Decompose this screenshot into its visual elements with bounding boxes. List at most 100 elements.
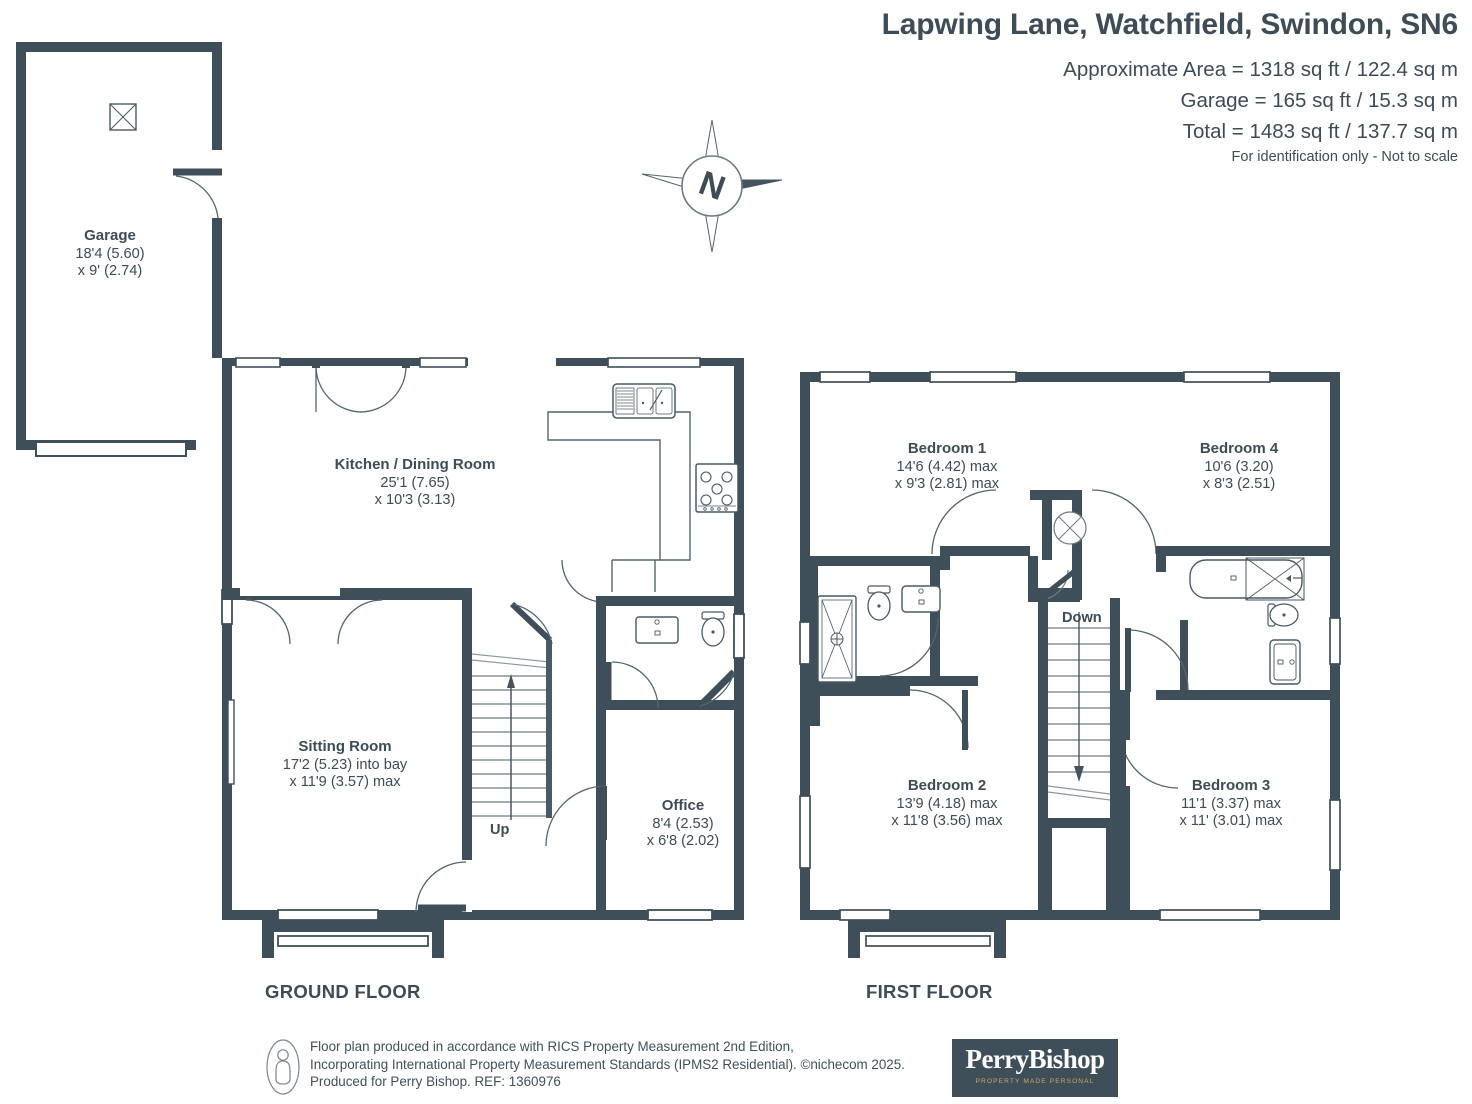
compass-dial [681,155,743,217]
ff-stair-wall-right [1110,598,1120,828]
room-name: Bedroom 2 [907,777,987,794]
window-bed1-top-left [819,371,871,383]
ff-wall-bath-bottom [1180,690,1330,700]
footer-line-1: Floor plan produced in accordance with R… [310,1039,794,1054]
compass-rose: N [641,119,783,253]
ground-floor-walls [16,42,745,958]
window-bed3-right [1329,799,1341,871]
window-kitchen-top-far-right [607,357,701,368]
hall-door-swing [611,661,659,709]
window-bay-bottom [277,909,379,921]
bed3-door-leaf [1120,730,1126,788]
ff-wall-bed2-top-left [810,686,820,726]
room-dim-2: x 9'3 (2.81) max [894,476,1000,492]
window-kitchen-top-right [419,357,467,368]
ff-wall-bath-left-top [1156,546,1166,572]
office-door-swing [545,785,607,847]
ground-floor-staircase [471,640,552,820]
cloakroom-wall-bottom2 [596,700,718,710]
logo-name: PerryBishop [965,1044,1106,1074]
room-dim-1: 8'4 (2.53) [652,815,714,832]
kitchen-hall-door-swing [561,559,605,603]
room-dim-1: 10'6 (3.20) [1204,458,1274,475]
garage-door-swing [175,175,219,219]
page-title: Lapwing Lane, Watchfield, Swindon, SN6 [881,8,1459,41]
window-office-bottom [647,909,713,921]
window-bed4-top [1183,371,1271,383]
room-label-bedroom-2: Bedroom 2 13'9 (4.18) max x 11'8 (3.56) … [856,777,1038,831]
window-bed2-left [799,795,811,869]
bed1-door-swing [931,489,997,555]
first-floor-plan [799,371,1341,958]
window-bed3-bottom [1159,909,1261,921]
room-name: Office [661,797,705,814]
room-label-garage: Garage 18'4 (5.60) x 9' (2.74) [30,227,190,281]
cloakroom-door-swing [699,671,735,707]
room-dim-1: 13'9 (4.18) max [896,795,998,812]
room-dim-2: x 10'3 (3.13) [374,492,456,508]
ff-wall-bed2-top [810,686,910,696]
ff-wall-bed1-ensuite [810,556,940,566]
ff-stair-wall-bottom [1038,818,1120,828]
cloakroom-door-leaf [697,669,737,709]
room-name: Garage [84,227,136,244]
room-name: Kitchen / Dining Room [334,456,496,473]
window-bathroom-right [1329,617,1341,665]
ff-wall-ensuite-right [930,556,940,686]
ff-stair-wall-left [1038,598,1048,828]
room-dim-2: x 11' (3.01) max [1179,813,1283,829]
bathroom-bath [1189,557,1305,601]
window-right-upper [733,613,745,659]
window-bed2-bottom [839,909,891,921]
ff-wall-bed4-bath [1156,546,1330,556]
kitchen-worktop [547,411,691,561]
kitchen-french-doors [312,360,410,413]
room-dim-2: x 6'8 (2.02) [646,833,720,849]
room-name: Bedroom 3 [1191,777,1271,794]
ff-wall-landing-down-left [1038,828,1052,914]
perry-bishop-logo: PerryBishop PROPERTY MADE PERSONAL [952,1039,1118,1097]
kitchen-hob [695,463,739,513]
ensuite-shower [817,595,857,683]
cloakroom-wall-left [596,596,606,708]
bed4-door-swing [1091,489,1157,555]
room-name: Bedroom 1 [907,440,987,457]
bed2-door-leaf [962,690,968,750]
ff-wall-bath-left [1180,620,1188,700]
window-bed1-top-right [929,371,1017,383]
room-name: Bedroom 4 [1199,440,1279,457]
ground-floor-plan [16,42,745,958]
room-label-office: Office 8'4 (2.53) x 6'8 (2.02) [610,797,756,851]
ground-floor-title: GROUND FLOOR [265,981,421,1002]
first-floor-bay [848,920,1006,958]
hall-kitchen-door-leaf [509,601,553,643]
gf-internal-wall-mid [222,588,472,600]
room-dim-1: 18'4 (5.60) [75,245,145,262]
ff-wall-landing-top [940,546,1030,570]
stairs-down-label: Down [1062,610,1102,626]
room-dim-1: 11'1 (3.37) max [1181,795,1281,812]
first-floor-walls [799,371,1341,958]
room-label-sitting-room: Sitting Room 17'2 (5.23) into bay x 11'9… [243,738,447,792]
garage-right-wall-lower [212,218,222,358]
ff-wall-bed3-left [1120,786,1130,912]
bathroom-door-swing [1127,629,1189,691]
ff-wall-landing-down-right [1106,828,1120,914]
room-dim-2: x 9' (2.74) [77,263,143,279]
room-dim-1: 14'6 (4.42) max [896,458,998,475]
garage-meter-box [109,103,137,131]
total-area-text: Total = 1483 sq ft / 137.7 sq m [1182,120,1458,143]
disclaimer-text: For identification only - Not to scale [1231,149,1458,165]
ff-interior [810,382,1330,910]
ff-wall-shower-left [810,566,818,686]
gf-wall-hall-left [462,596,472,912]
window-sitting-left-lower [227,699,235,785]
cloakroom-basin [635,616,679,644]
footer-disclaimer: Floor plan produced in accordance with R… [310,1038,905,1091]
room-label-bedroom-3: Bedroom 3 11'1 (3.37) max x 11' (3.01) m… [1140,777,1322,831]
ff-wall-bed3-left-upper [1120,690,1130,740]
garage-area-text: Garage = 165 sq ft / 15.3 sq m [1180,89,1458,112]
sitting-room-bay-window [262,920,444,958]
rics-person-icon [266,1039,300,1095]
